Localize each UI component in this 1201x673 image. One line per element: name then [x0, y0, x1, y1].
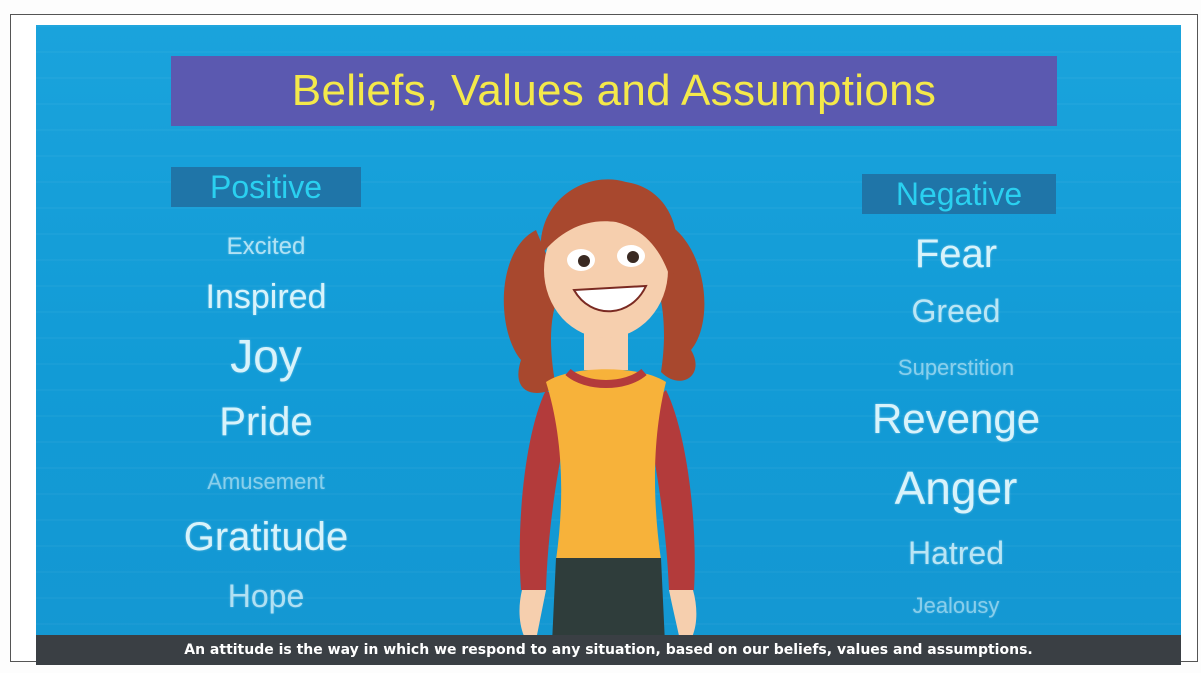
caption-text: An attitude is the way in which we respo… [184, 642, 1033, 658]
positive-word: Pride [219, 400, 313, 444]
negative-word: Anger [894, 462, 1018, 514]
negative-word: Superstition [897, 355, 1015, 380]
negative-word: Fear [914, 232, 998, 276]
negative-word: Greed [911, 293, 1001, 329]
positive-heading: Positive [171, 167, 361, 207]
negative-heading: Negative [862, 174, 1056, 214]
slide-title: Beliefs, Values and Assumptions [291, 66, 937, 115]
slide: Beliefs, Values and Assumptions Positive… [36, 25, 1181, 665]
positive-word: Amusement [207, 469, 325, 494]
positive-word: Hope [227, 578, 305, 614]
negative-word: Revenge [871, 395, 1041, 442]
negative-word: Hatred [907, 535, 1005, 571]
smiling-woman-icon [503, 179, 705, 665]
positive-word: Excited [226, 233, 306, 260]
title-banner: Beliefs, Values and Assumptions [171, 56, 1057, 126]
positive-word: Inspired [205, 278, 327, 316]
negative-word: Jealousy [912, 593, 1000, 618]
positive-word: Gratitude [183, 515, 349, 559]
caption-bar: An attitude is the way in which we respo… [36, 635, 1181, 665]
positive-word: Joy [230, 330, 302, 382]
